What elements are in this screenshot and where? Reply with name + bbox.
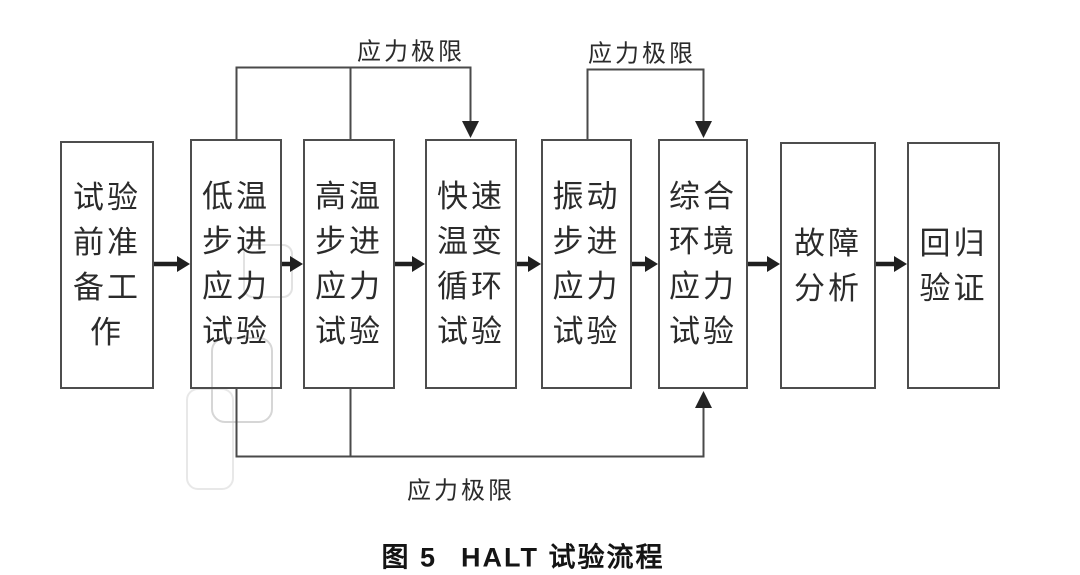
arrowhead-right-icon xyxy=(645,256,658,272)
arrowhead-down-icon xyxy=(462,121,479,138)
flow-box-label: 回归 验证 xyxy=(919,225,988,306)
flow-box-label: 快速 温变 循环 试验 xyxy=(437,179,505,349)
flow-arrow-6-to-7 xyxy=(748,256,780,272)
figure-caption-title: HALT 试验流程 xyxy=(461,542,665,573)
flow-box-vibration-step-stress: 振动 步进 应力 试验 xyxy=(541,139,632,389)
flow-box-failure-analysis: 故障 分析 xyxy=(780,142,876,389)
flow-arrow-5-to-6 xyxy=(632,256,658,272)
arrowhead-right-icon xyxy=(177,256,190,272)
flow-box-low-temp-step-stress: 低温 步进 应力 试验 xyxy=(190,139,282,389)
flow-box-test-preparation: 试验 前准 备工 作 xyxy=(60,141,154,389)
flow-box-label: 振动 步进 应力 试验 xyxy=(552,179,621,349)
flow-box-regression-verification: 回归 验证 xyxy=(907,142,1000,389)
flow-arrow-1-to-2 xyxy=(154,256,190,272)
arrowhead-down-icon xyxy=(695,121,712,138)
stress-limit-connector-bottom xyxy=(235,389,712,458)
stress-limit-label-top-left: 应力极限 xyxy=(357,38,465,66)
flow-box-combined-env-stress: 综合 环境 应力 试验 xyxy=(658,139,748,389)
watermark-shape xyxy=(186,388,234,490)
flow-arrow-7-to-8 xyxy=(876,256,907,272)
watermark-shape xyxy=(211,337,273,423)
flow-arrow-4-to-5 xyxy=(517,256,541,272)
flow-box-label: 低温 步进 应力 试验 xyxy=(202,179,270,349)
flow-box-label: 故障 分析 xyxy=(794,225,862,306)
arrowhead-right-icon xyxy=(528,256,541,272)
figure-caption-number: 图 5 xyxy=(381,542,438,573)
stress-limit-connector-top-right xyxy=(586,68,712,139)
stress-limit-label-top-right: 应力极限 xyxy=(588,40,696,68)
flow-arrow-3-to-4 xyxy=(395,256,425,272)
watermark-shape xyxy=(243,244,293,298)
arrowhead-right-icon xyxy=(412,256,425,272)
arrowhead-right-icon xyxy=(767,256,780,272)
flow-box-rapid-temp-cycle: 快速 温变 循环 试验 xyxy=(425,139,517,389)
stress-limit-label-bottom: 应力极限 xyxy=(407,477,515,505)
arrowhead-right-icon xyxy=(290,256,303,272)
flow-box-label: 高温 步进 应力 试验 xyxy=(315,179,383,349)
figure-caption: 图 5 HALT 试验流程 xyxy=(381,536,664,575)
flow-box-high-temp-step-stress: 高温 步进 应力 试验 xyxy=(303,139,395,389)
flow-arrow-2-to-3 xyxy=(282,256,303,272)
stress-limit-connector-top-left xyxy=(235,66,479,139)
flow-box-label: 综合 环境 应力 试验 xyxy=(669,179,737,349)
flow-box-label: 试验 前准 备工 作 xyxy=(73,180,141,350)
arrowhead-up-icon xyxy=(695,391,712,408)
arrowhead-right-icon xyxy=(894,256,907,272)
